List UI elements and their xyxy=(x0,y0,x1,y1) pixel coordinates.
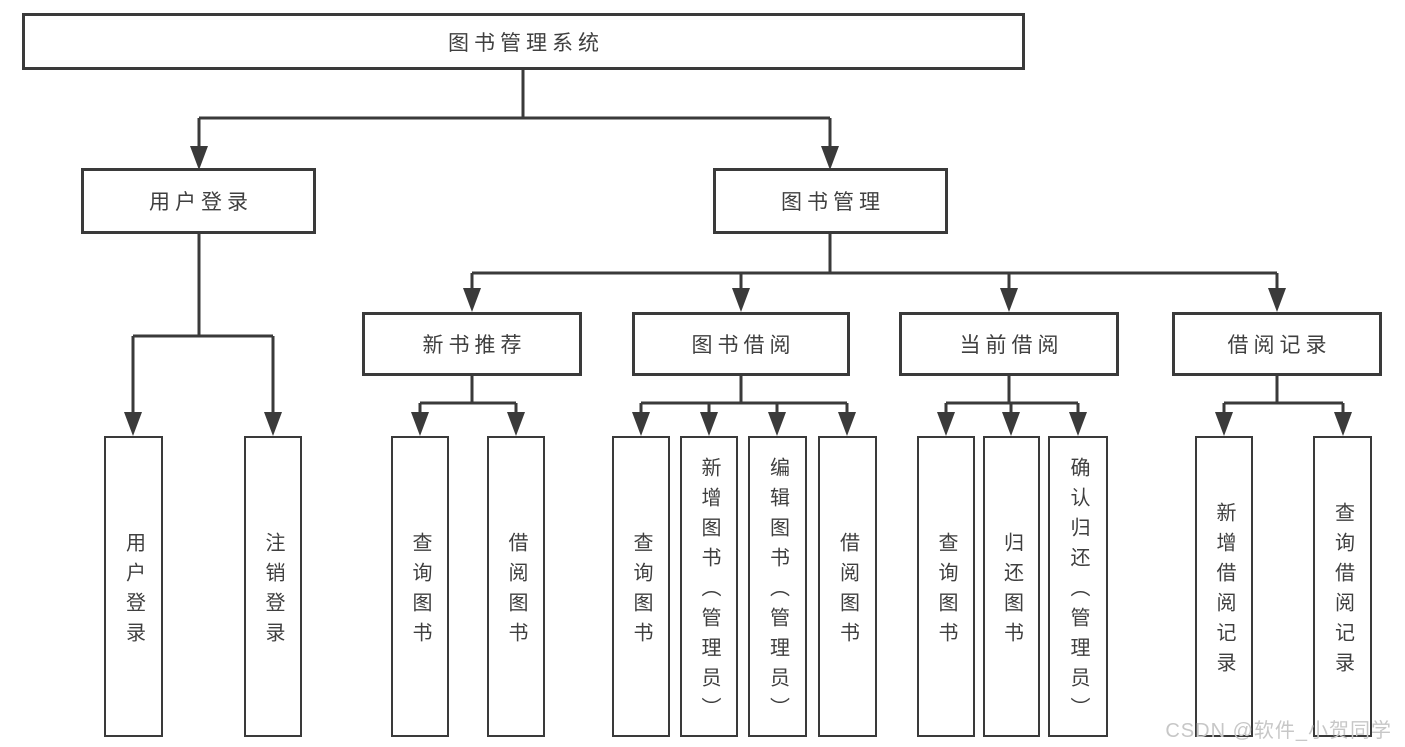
node-add-borrow-record: 新增借阅记录 xyxy=(1195,436,1253,737)
node-edit-books-admin: 编辑图书（管理员） xyxy=(748,436,807,737)
node-query-borrow-record: 查询借阅记录 xyxy=(1313,436,1372,737)
csdn-watermark: CSDN @软件_小贺同学 xyxy=(1165,720,1392,742)
node-add-books-admin: 新增图书（管理员） xyxy=(680,436,738,737)
node-book-borrow: 图书借阅 xyxy=(632,312,850,376)
node-query-books-current: 查询图书 xyxy=(917,436,975,737)
node-new-book-recommend: 新书推荐 xyxy=(362,312,582,376)
node-book-management: 图书管理 xyxy=(713,168,948,234)
node-confirm-return-admin: 确认归还（管理员） xyxy=(1048,436,1108,737)
node-borrow-records: 借阅记录 xyxy=(1172,312,1382,376)
node-user-login: 用户登录 xyxy=(81,168,316,234)
node-current-borrow: 当前借阅 xyxy=(899,312,1119,376)
node-query-books-recommend: 查询图书 xyxy=(391,436,449,737)
node-logout-action: 注销登录 xyxy=(244,436,302,737)
node-root: 图书管理系统 xyxy=(22,13,1025,70)
node-user-login-action: 用户登录 xyxy=(104,436,163,737)
node-return-books: 归还图书 xyxy=(983,436,1040,737)
node-query-books-borrow: 查询图书 xyxy=(612,436,670,737)
node-borrow-books-leaf: 借阅图书 xyxy=(818,436,877,737)
node-borrow-books-recommend: 借阅图书 xyxy=(487,436,545,737)
